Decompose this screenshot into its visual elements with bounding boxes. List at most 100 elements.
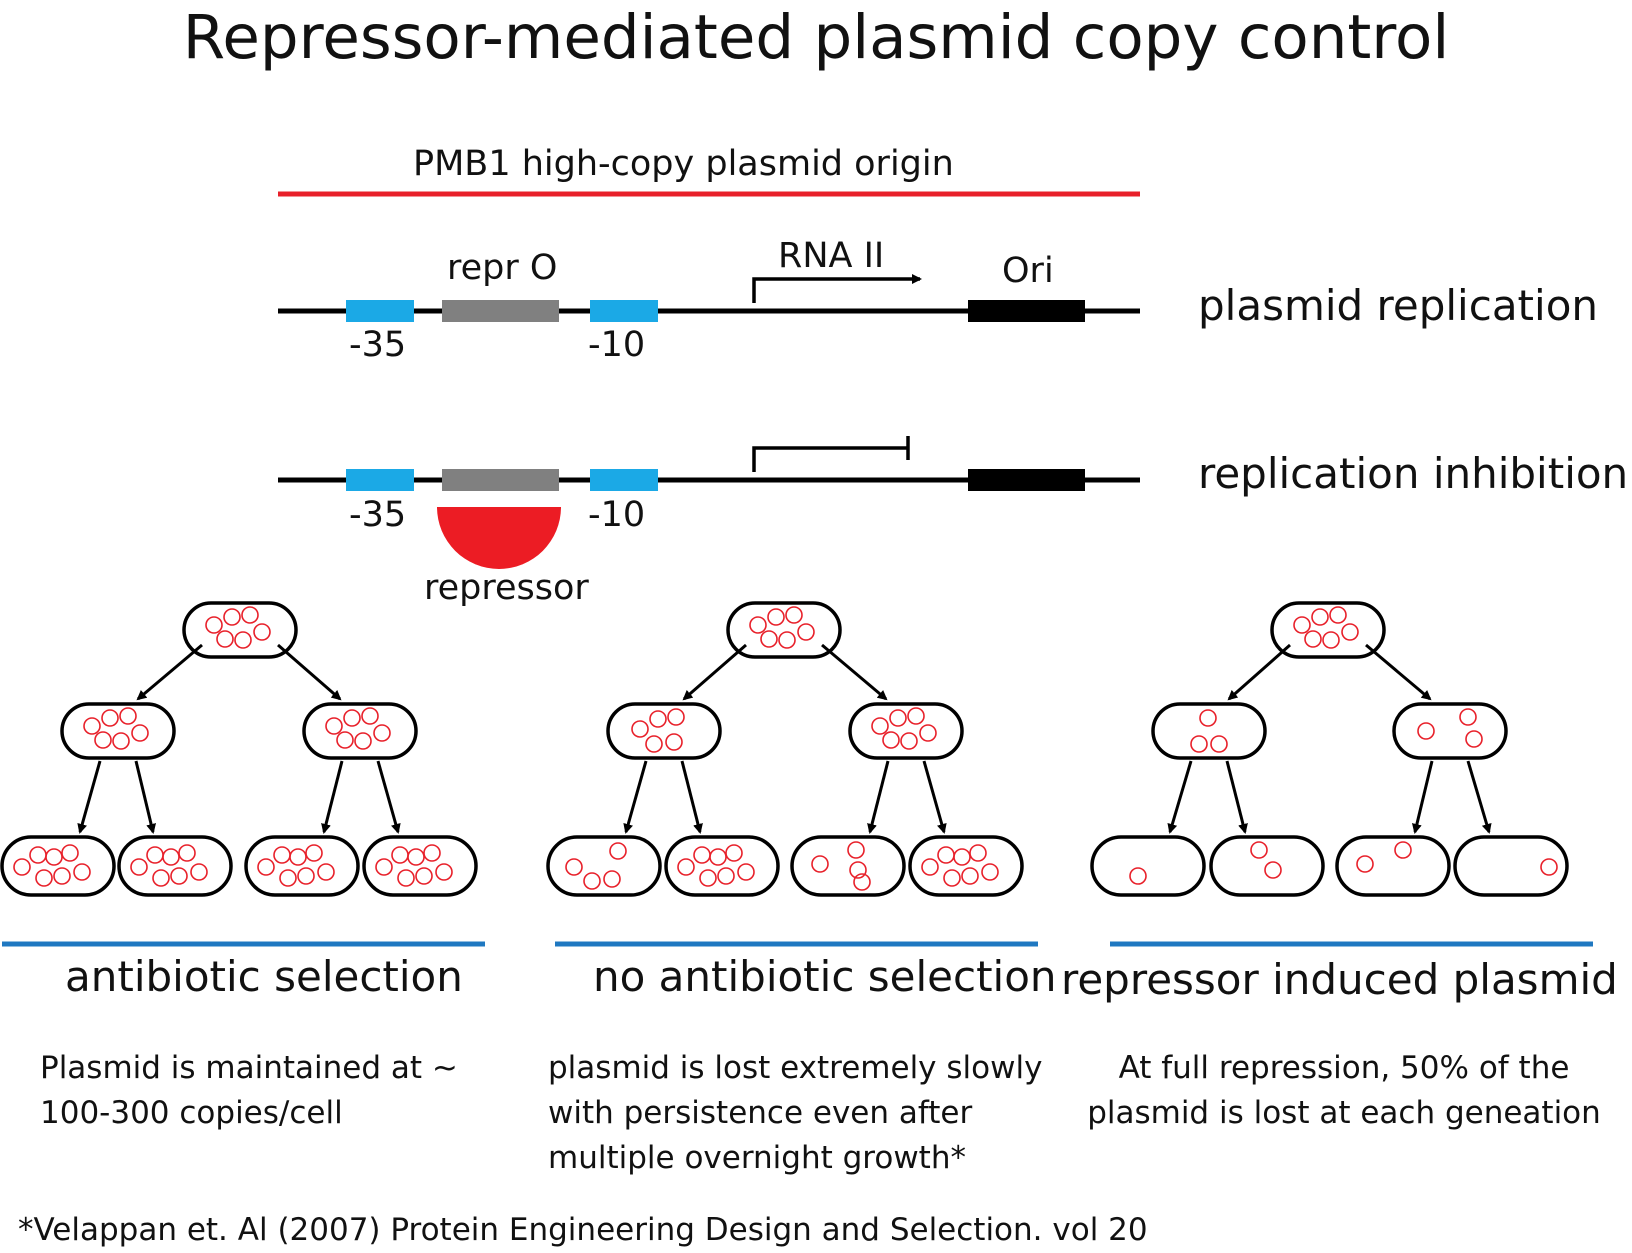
cell (1270, 601, 1386, 659)
plasmid-icon (767, 608, 785, 626)
plasmid-icon (631, 720, 649, 738)
plasmid-icon (565, 858, 583, 876)
division-arrow (922, 760, 947, 834)
reference-citation: *Velappan et. Al (2007) Protein Engineer… (18, 1212, 1148, 1248)
cell (790, 835, 906, 897)
cell (1335, 835, 1451, 897)
page-title: Repressor-mediated plasmid copy control (182, 2, 1450, 73)
plasmid-icon (649, 710, 667, 728)
plasmid-icon (190, 863, 208, 881)
plasmid-icon (343, 709, 361, 727)
plasmid-icon (609, 842, 627, 860)
plasmid-icon (785, 606, 803, 624)
cell (117, 835, 233, 897)
plasmid-icon (778, 631, 796, 649)
cell (1090, 835, 1206, 897)
cell (1453, 835, 1569, 897)
plasmid-icon (847, 841, 865, 859)
cell (848, 702, 964, 760)
plasmid-icon (603, 870, 621, 888)
panel-desc-no-antibiotic: plasmid is lost extremely slowly with pe… (548, 1050, 1043, 1176)
plasmid-icon (919, 724, 937, 742)
plasmid-icon (1394, 841, 1412, 859)
panel-title-repressor-loss: repressor induced plasmid loss (1061, 955, 1632, 1004)
plasmid-icon (1341, 623, 1359, 641)
division-arrow (1167, 760, 1193, 834)
plasmid-icon (871, 717, 889, 735)
division-arrow (867, 760, 890, 834)
division-arrow (1466, 760, 1492, 834)
division-arrow (1225, 760, 1248, 834)
plasmid-icon (1356, 855, 1374, 873)
minus10-label: -10 (588, 325, 646, 365)
plasmid-icon (73, 863, 91, 881)
plasmid-icon (289, 848, 307, 866)
plasmid-icon (297, 867, 315, 885)
cell (1209, 835, 1325, 897)
minus35-label: -35 (349, 495, 407, 535)
plasmid-icon (1311, 608, 1329, 626)
row-label-inhibition: replication inhibition (1198, 449, 1629, 498)
minus35-box (346, 469, 414, 491)
plasmid-icon (13, 858, 31, 876)
plasmid-icon (717, 867, 735, 885)
plasmid-icon (900, 732, 918, 750)
cell (244, 835, 360, 897)
plasmid-icon (1465, 730, 1483, 748)
cell (546, 835, 662, 897)
plasmid-icon (1199, 709, 1217, 727)
plasmid-icon (961, 867, 979, 885)
division-arrow (134, 760, 156, 834)
plasmid-icon (119, 707, 137, 725)
cell (908, 835, 1024, 897)
ori-box (968, 469, 1085, 491)
plasmid-icon (336, 731, 354, 749)
division-arrow (623, 760, 648, 834)
plasmid-icon (53, 867, 71, 885)
plasmid-icon (882, 731, 900, 749)
plasmid-icon (94, 731, 112, 749)
division-arrow (1365, 643, 1432, 701)
minus35-label: -35 (349, 325, 407, 365)
replication-construct (278, 274, 1140, 322)
rna-ii-arrow (752, 274, 922, 303)
origin-label: PMB1 high-copy plasmid origin (413, 144, 954, 184)
plasmid-icon (1129, 867, 1147, 885)
plasmid-icon (583, 872, 601, 890)
minus10-label: -10 (588, 495, 646, 535)
operator-label: repr O (447, 248, 558, 288)
cell (1392, 702, 1508, 760)
cell (60, 702, 176, 760)
plasmid-icon (279, 869, 297, 887)
row-label-replication: plasmid replication (1198, 281, 1599, 330)
repressor-label: repressor (424, 568, 589, 608)
plasmid-icon (223, 608, 241, 626)
cell (664, 835, 780, 897)
panel-title-antibiotic: antibiotic selection (65, 952, 463, 1001)
plasmid-icon (253, 623, 271, 641)
minus35-box (346, 300, 414, 322)
plasmid-icon (130, 858, 148, 876)
plasmid-icon (943, 869, 961, 887)
plasmid-icon (373, 724, 391, 742)
operator-box (442, 469, 559, 491)
division-arrow (682, 643, 747, 701)
plasmid-icon (45, 848, 63, 866)
plasmid-icon (667, 708, 685, 726)
panel-title-no-antibiotic: no antibiotic selection (593, 952, 1057, 1001)
plasmid-icon (325, 717, 343, 735)
plasmid-icon (1210, 735, 1228, 753)
plasmid-icon (178, 844, 196, 862)
panel-desc-repressor-loss: At full repression, 50% of the plasmid i… (1087, 1050, 1601, 1131)
plasmid-icon (1322, 631, 1340, 649)
cell (1151, 702, 1267, 760)
plasmid-icon (811, 855, 829, 873)
plasmid-icon (981, 863, 999, 881)
division-arrow (321, 760, 344, 834)
plasmid-icon (435, 863, 453, 881)
plasmid-icon (162, 848, 180, 866)
plasmid-icon (1459, 708, 1477, 726)
cell (726, 601, 842, 659)
plasmid-icon (257, 858, 275, 876)
inhibition-construct (278, 436, 1140, 569)
